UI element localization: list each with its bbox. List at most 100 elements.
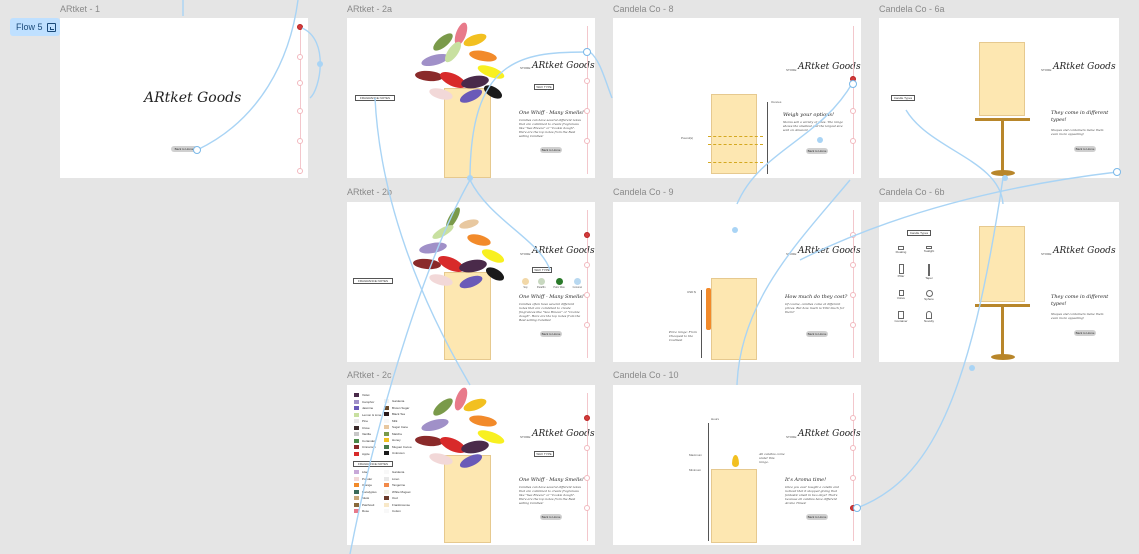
home-button[interactable]: Back to Home <box>806 331 828 337</box>
fragrance-legend-item: Brown Sugar <box>384 405 409 410</box>
candle-type-item[interactable]: Floating <box>887 246 915 254</box>
frame-title-candela-8[interactable]: Candela Co - 8 <box>613 4 674 14</box>
frame-artket-2b[interactable]: STORE: ARtket Goods WAX TYPE Soy Paraffi… <box>347 202 595 362</box>
home-button[interactable]: Back to Home <box>1074 330 1096 336</box>
frame-title-artket-2b[interactable]: ARtket - 2b <box>347 187 393 197</box>
frame-title-artket-2a[interactable]: ARtket - 2a <box>347 4 393 14</box>
nav-dot[interactable] <box>850 138 856 144</box>
nav-dot[interactable] <box>850 415 856 421</box>
frame-title-artket-2c[interactable]: ARtket - 2c <box>347 370 392 380</box>
candle-types-button[interactable]: Candle Types <box>891 95 915 101</box>
nav-dot[interactable] <box>584 322 590 328</box>
wax-option[interactable]: Coconut <box>573 278 582 294</box>
fragrance-notes-button[interactable]: FRAGRANCE NOTES <box>355 95 395 101</box>
nav-dot[interactable] <box>297 138 303 144</box>
nav-dot[interactable] <box>584 445 590 451</box>
nav-dot[interactable] <box>584 292 590 298</box>
frame-artket-1[interactable]: ARtket Goods Back to Home <box>60 18 308 178</box>
nav-dot-active[interactable] <box>850 505 856 511</box>
nav-dot[interactable] <box>584 78 590 84</box>
nav-dot[interactable] <box>850 322 856 328</box>
brand-logo: ARtket Goods <box>532 429 595 439</box>
nav-dot[interactable] <box>297 54 303 60</box>
wax-option[interactable]: Soy <box>522 278 529 294</box>
wax-type-button[interactable]: WAX TYPE <box>534 84 554 90</box>
fragrance-legend-item: Milk <box>384 418 397 423</box>
frame-title-candela-10[interactable]: Candela Co - 10 <box>613 370 679 380</box>
fragrance-legend-item: Vanilla <box>354 432 371 436</box>
candle-type-item[interactable]: Votive <box>887 290 915 301</box>
frame-candela-6b[interactable]: Candle Types Floating Tealight Pillar Ta… <box>879 202 1119 362</box>
candle-type-item[interactable]: Tealight <box>915 246 943 254</box>
nav-dot[interactable] <box>850 232 856 238</box>
candle-type-label: Votive <box>896 296 906 300</box>
nav-dot[interactable] <box>584 138 590 144</box>
home-button[interactable]: Back to Home <box>806 514 828 520</box>
flow-play-icon[interactable] <box>46 22 56 32</box>
fragrance-legend-item: Coriander <box>354 438 376 443</box>
section-heading: One Whiff - Many Smells! <box>519 294 584 300</box>
frame-candela-6a[interactable]: Candle Types STORE: ARtket Goods They co… <box>879 18 1119 178</box>
nav-dot[interactable] <box>584 505 590 511</box>
home-button[interactable]: Back to Home <box>806 148 828 154</box>
home-button[interactable]: Back to Home <box>1074 146 1096 152</box>
nav-dot-active[interactable] <box>584 232 590 238</box>
frame-candela-8[interactable]: Ounces Pound(s) STORE: ARtket Goods Weig… <box>613 18 861 178</box>
fragrance-swatch <box>354 425 359 430</box>
nav-dot[interactable] <box>850 108 856 114</box>
frame-candela-10[interactable]: Hours Maximum Minimum All candles come u… <box>613 385 861 545</box>
stand-pole <box>1001 307 1004 355</box>
fragrance-swatch <box>354 393 359 397</box>
home-button[interactable]: Back to Home <box>171 146 197 152</box>
nav-dot[interactable] <box>584 108 590 114</box>
frame-title-candela-9[interactable]: Candela Co - 9 <box>613 187 674 197</box>
frame-title-candela-6a[interactable]: Candela Co - 6a <box>879 4 945 14</box>
fragrance-swatch <box>384 399 389 403</box>
nav-dot[interactable] <box>850 262 856 268</box>
fragrance-legend-item: Rose <box>354 509 369 513</box>
section-heading: One Whiff - Many Smells! <box>519 477 584 483</box>
nav-dot[interactable] <box>297 108 303 114</box>
price-axis <box>701 290 702 358</box>
nav-dot[interactable] <box>850 445 856 451</box>
nav-dot[interactable] <box>850 475 856 481</box>
fragrance-notes-button[interactable]: FRAGRANCE NOTES <box>353 461 393 467</box>
candle-type-item[interactable]: Pillar <box>887 264 915 280</box>
fragrance-bouquet <box>415 387 505 468</box>
section-heading: Weigh your options! <box>783 112 834 118</box>
frame-title-artket-1[interactable]: ARtket - 1 <box>60 4 101 14</box>
home-button[interactable]: Back to Home <box>540 331 562 337</box>
fragrance-note-label: Coriander <box>362 438 376 443</box>
nav-dot[interactable] <box>584 262 590 268</box>
candle-type-item[interactable]: Novelty <box>915 311 943 323</box>
nav-dot-active[interactable] <box>850 76 856 82</box>
scroll-rail <box>587 26 588 174</box>
wax-type-button[interactable]: WAX TYPE <box>534 451 554 457</box>
wax-option[interactable]: Palm Wax <box>553 278 565 294</box>
fragrance-note-label: Linen <box>392 476 400 481</box>
nav-dot-active[interactable] <box>584 415 590 421</box>
nav-dot[interactable] <box>850 292 856 298</box>
home-button[interactable]: Back to Home <box>540 514 562 520</box>
candle-type-item[interactable]: Taper <box>915 264 943 280</box>
nav-dot[interactable] <box>584 48 590 54</box>
fragrance-legend-item: Eucalyptus <box>354 489 377 494</box>
nav-dot[interactable] <box>297 80 303 86</box>
section-heading: They come in different types! <box>1051 110 1109 123</box>
nav-dot[interactable] <box>584 475 590 481</box>
frame-title-candela-6b[interactable]: Candela Co - 6b <box>879 187 945 197</box>
nav-dot[interactable] <box>297 168 303 174</box>
candle-types-button[interactable]: Candle Types <box>907 230 931 236</box>
nav-dot-active[interactable] <box>297 24 303 30</box>
home-button[interactable]: Back to Home <box>540 147 562 153</box>
wax-type-button[interactable]: WAX TYPE <box>532 267 552 273</box>
candle-type-item[interactable]: Sphere <box>915 290 943 301</box>
fragrance-notes-button[interactable]: FRAGRANCE NOTES <box>353 278 393 284</box>
flow-badge[interactable]: Flow 5 <box>10 18 60 36</box>
wax-option[interactable]: Paraffin <box>537 278 546 294</box>
candle-type-item[interactable]: Container <box>887 311 915 323</box>
fragrance-swatch <box>384 438 389 442</box>
frame-candela-9[interactable]: USD $ Price range: From Cheapest to the … <box>613 202 861 362</box>
frame-artket-2a[interactable]: STORE: ARtket Goods WAX TYPE FRAGRANCE N… <box>347 18 595 178</box>
